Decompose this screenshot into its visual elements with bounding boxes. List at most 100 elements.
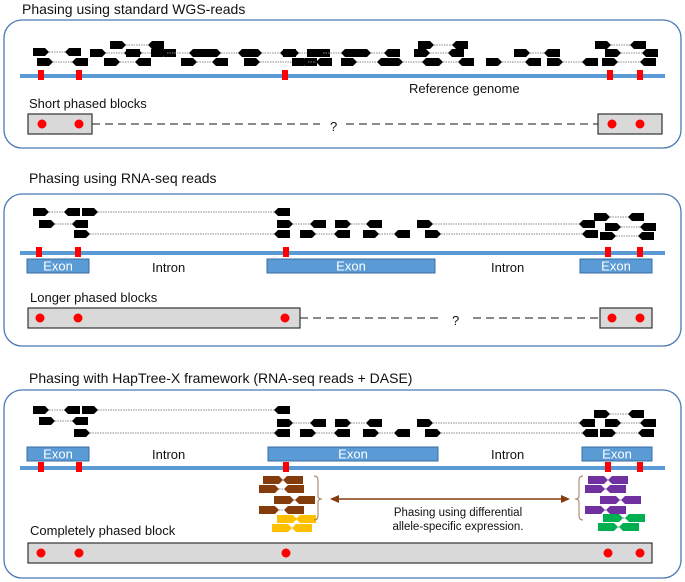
panel-title: Phasing using RNA-seq reads (29, 170, 217, 186)
snp-dot (280, 313, 290, 323)
read-reverse (274, 429, 290, 437)
read-forward (594, 213, 610, 221)
exon-box (26, 446, 90, 462)
paired-read (277, 515, 316, 523)
paired-read (605, 223, 656, 231)
paired-read (300, 429, 350, 437)
arrowhead-left (330, 495, 339, 503)
read-reverse (394, 429, 410, 437)
paired-read (33, 208, 80, 216)
read-reverse (638, 429, 654, 437)
read-forward (277, 419, 293, 427)
read-reverse (625, 514, 645, 522)
paired-read (181, 58, 228, 66)
read-reverse (341, 49, 357, 57)
read-forward (33, 208, 49, 216)
reads-group (33, 406, 656, 437)
read-reverse (316, 58, 332, 66)
read-reverse (452, 41, 468, 49)
read-reverse (274, 208, 290, 216)
paired-read (425, 230, 598, 238)
snp-dot (635, 548, 645, 558)
read-reverse (148, 41, 164, 49)
read-reverse (394, 230, 410, 238)
read-forward (277, 220, 293, 228)
snp-dot (35, 313, 45, 323)
paired-read (37, 58, 88, 66)
paired-read (547, 58, 598, 66)
read-reverse (525, 58, 541, 66)
paired-read (39, 417, 88, 425)
intron-label: Intron (491, 260, 524, 275)
read-reverse (283, 476, 303, 484)
dase-label-line2: allele-specific expression. (392, 521, 523, 533)
snp-marker (76, 462, 82, 472)
read-reverse (582, 58, 598, 66)
read-forward (274, 496, 294, 504)
snp-marker (36, 247, 42, 257)
read-forward (39, 417, 55, 425)
exon-box (26, 258, 90, 274)
read-forward (283, 49, 299, 57)
paired-read (600, 232, 654, 240)
paired-read (33, 48, 81, 56)
panel-frame (3, 389, 682, 579)
snp-marker (282, 70, 288, 80)
read-forward (600, 429, 616, 437)
read-forward (292, 58, 308, 66)
read-forward (151, 49, 167, 57)
read-forward (205, 49, 221, 57)
read-reverse (640, 58, 656, 66)
snp-markers (38, 70, 643, 80)
exon-label: Exon (43, 447, 73, 462)
read-forward (82, 406, 98, 414)
paired-read (594, 410, 644, 418)
gap-question-mark: ? (330, 119, 337, 134)
snp-dot (607, 313, 617, 323)
exon-box (581, 446, 653, 462)
read-reverse (628, 213, 644, 221)
exon-label: Exon (336, 259, 366, 274)
read-forward (418, 41, 434, 49)
paired-read (417, 220, 595, 228)
read-forward (427, 58, 443, 66)
read-forward (246, 49, 262, 57)
read-reverse (621, 496, 641, 504)
paired-read (600, 496, 641, 504)
read-reverse (642, 49, 658, 57)
snp-dot (635, 313, 645, 323)
gap-question-mark: ? (452, 313, 459, 328)
read-reverse (274, 406, 290, 414)
paired-read (363, 429, 410, 437)
read-reverse (274, 230, 290, 238)
panel-frame (3, 193, 682, 347)
paired-read (259, 506, 304, 514)
panel-wgs: Phasing using standard WGS-reads Referen… (3, 1, 682, 149)
paired-read (263, 476, 303, 484)
snp-marker (637, 247, 643, 257)
paired-read (585, 506, 626, 514)
block-label: Longer phased blocks (30, 290, 158, 305)
read-reverse (458, 58, 474, 66)
paired-read (418, 41, 468, 49)
paired-read (274, 496, 315, 504)
reads-group (33, 208, 656, 240)
read-forward (39, 220, 55, 228)
read-reverse (638, 232, 654, 240)
paired-read (585, 485, 626, 493)
snp-dot (635, 119, 645, 129)
read-forward (605, 419, 621, 427)
intron-label: Intron (152, 447, 185, 462)
block-label: Completely phased block (30, 523, 176, 538)
read-reverse (212, 58, 228, 66)
read-reverse (619, 523, 639, 531)
read-forward (598, 523, 618, 531)
read-forward (104, 58, 120, 66)
snp-dot (73, 313, 83, 323)
read-reverse (295, 496, 315, 504)
paired-read (594, 213, 644, 221)
exon-label: Exon (601, 259, 631, 274)
read-reverse (366, 220, 382, 228)
